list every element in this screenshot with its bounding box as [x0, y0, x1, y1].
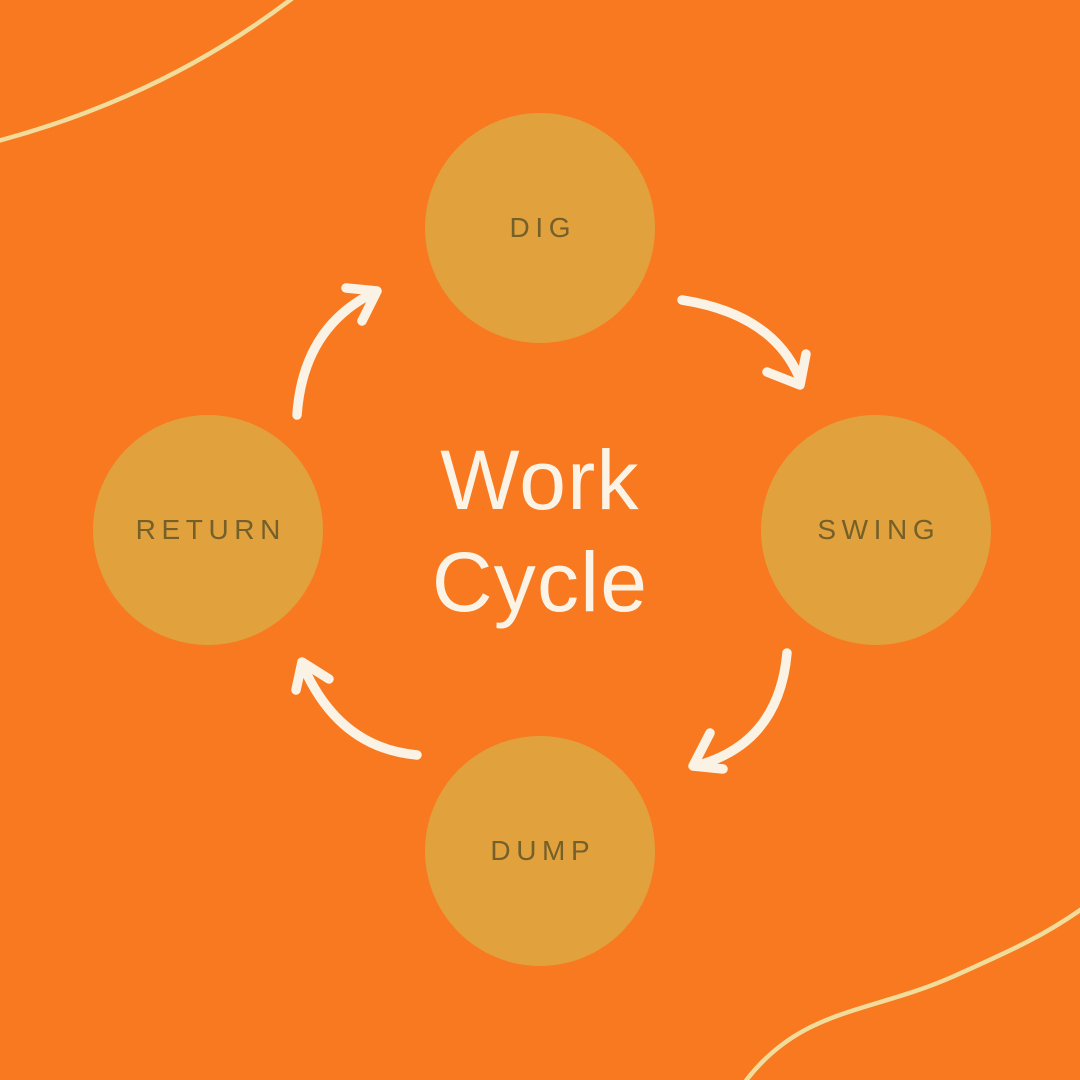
- cycle-node-dig-label: DIG: [509, 212, 577, 243]
- decorative-curve-top-left: [0, 0, 294, 143]
- cycle-node-dump-label: DUMP: [490, 835, 596, 866]
- cycle-node-return: RETURN: [93, 415, 323, 645]
- diagram-title-line2: Cycle: [431, 535, 649, 630]
- diagram-title-line1: Work: [440, 433, 640, 527]
- arrow-swing-to-dump-icon: [688, 648, 792, 774]
- decorative-curve-bottom-right: [743, 907, 1080, 1080]
- cycle-node-dump: DUMP: [425, 736, 655, 966]
- arrow-dig-to-swing-icon: [677, 295, 811, 390]
- diagram-title: Work Cycle: [0, 429, 1080, 634]
- arrow-dump-to-return-icon: [291, 657, 422, 760]
- cycle-node-swing: SWING: [761, 415, 991, 645]
- cycle-node-return-label: RETURN: [135, 514, 286, 545]
- arrow-return-to-dig-icon: [292, 283, 382, 420]
- cycle-node-dig: DIG: [425, 113, 655, 343]
- cycle-node-swing-label: SWING: [817, 514, 941, 545]
